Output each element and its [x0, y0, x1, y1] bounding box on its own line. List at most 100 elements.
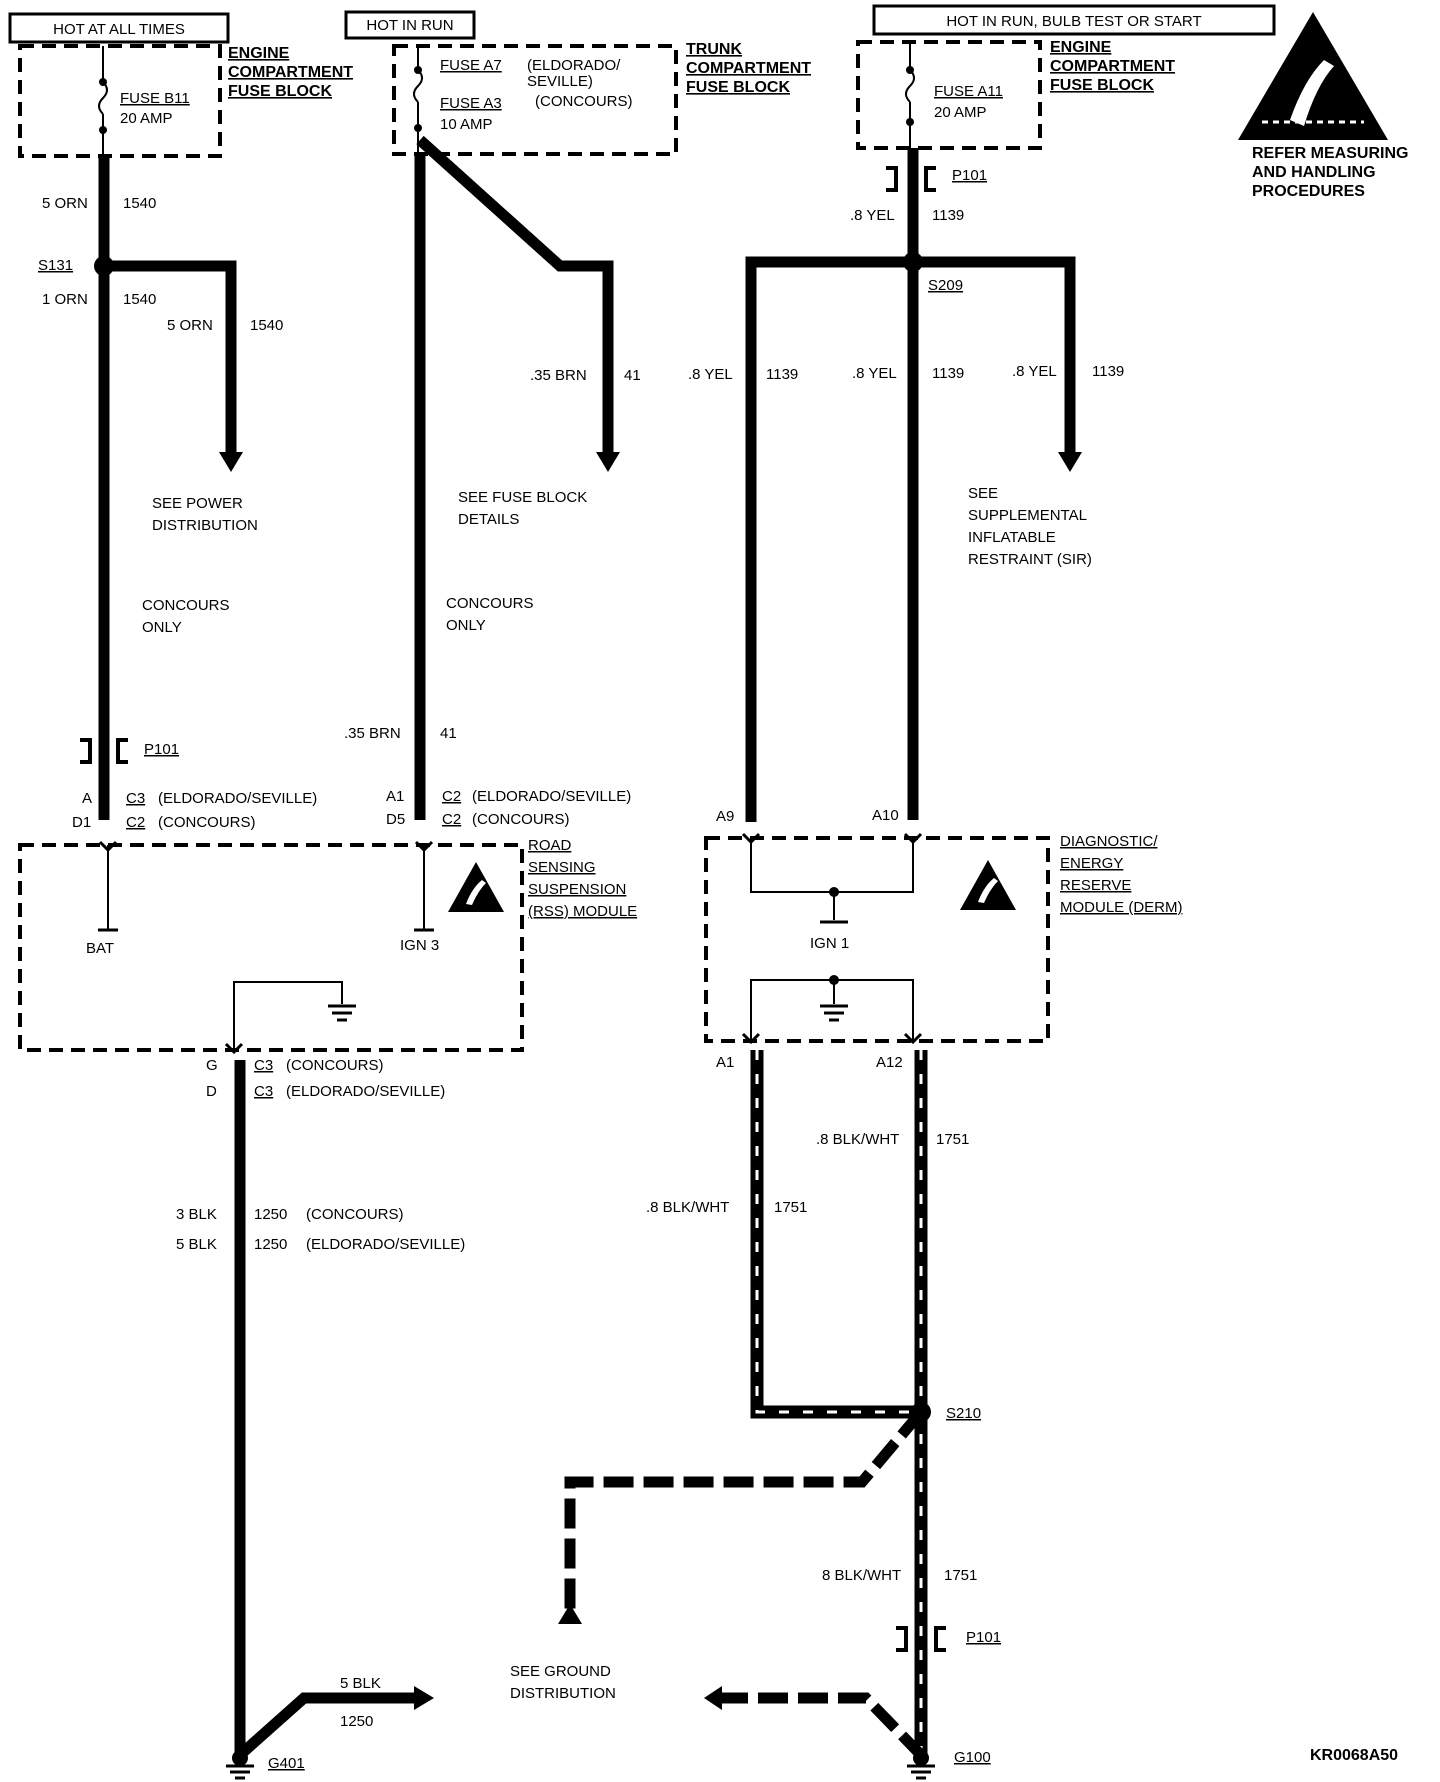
derm-ign1-label: IGN 1 [810, 935, 849, 952]
engine-fuse-block-right-title: ENGINE COMPARTMENT FUSE BLOCK [1050, 39, 1175, 94]
esd-warning-text: REFER MEASURING AND HANDLING PROCEDURES [1252, 145, 1408, 200]
middle-circuit-wires [414, 135, 620, 820]
diagram-label: SENSING [528, 859, 596, 876]
ground-icon [820, 1004, 848, 1022]
diagram-label: ENERGY [1060, 855, 1123, 872]
see-fuse-block-details: SEE FUSE BLOCK [458, 489, 587, 506]
rss-module [18, 840, 524, 1055]
diagram-label: PROCEDURES [1252, 183, 1365, 200]
diagram-label: RESTRAINT (SIR) [968, 551, 1092, 568]
diagram-label: MODULE (DERM) [1060, 899, 1183, 916]
arrow-down-icon [219, 452, 243, 472]
diagram-label: COMPARTMENT [228, 64, 353, 81]
engine-fuse-block-left-title: ENGINE COMPARTMENT FUSE BLOCK [228, 45, 353, 100]
header-hot-in-run-bulb-test: HOT IN RUN, BULB TEST OR START [872, 4, 1276, 36]
splice-s209-label: S209 [928, 277, 963, 294]
rss-bat-label: BAT [86, 940, 114, 957]
esd-icon-rss [448, 862, 504, 912]
diagram-label: HOT IN RUN, BULB TEST OR START [946, 13, 1201, 30]
wire-circuit-label: 1751 [944, 1567, 977, 1584]
esd-icon-derm [960, 860, 1016, 910]
diagram-label: ROAD [528, 837, 572, 854]
diagram-label: (RSS) MODULE [528, 903, 637, 920]
wire-gauge-label: .8 BLK/WHT [816, 1131, 899, 1148]
splice-s131 [94, 256, 114, 276]
connector-p101-label: P101 [966, 1629, 1001, 1646]
diagram-label: (ELDORADO/SEVILLE) [286, 1083, 445, 1100]
wire-circuit-label: 1540 [123, 195, 156, 212]
diagram-label: INFLATABLE [968, 529, 1056, 546]
diagram-label: SEE [968, 485, 998, 502]
diagram-label: ENGINE [1050, 39, 1112, 56]
wire-gauge-label: .8 YEL [1012, 363, 1057, 380]
diagram-label: RESERVE [1060, 877, 1131, 894]
derm-ground-wires [558, 1050, 931, 1760]
fuse-a3-label: FUSE A3 [440, 95, 502, 112]
diagram-label: (ELDORADO/SEVILLE) [306, 1236, 465, 1253]
diagram-label: FUSE BLOCK [1050, 77, 1154, 94]
wire-gauge-label: .35 BRN [344, 725, 401, 742]
diagram-label: C3 [254, 1083, 273, 1100]
diagram-label: (ELDORADO/ [527, 57, 621, 74]
fuse-b11-rating: 20 AMP [120, 110, 173, 127]
diagram-label: HOT IN RUN [366, 17, 453, 34]
wire-gauge-label: .35 BRN [530, 367, 587, 384]
diagram-label: SUPPLEMENTAL [968, 507, 1087, 524]
diagram-label: 20 AMP [934, 104, 987, 121]
wire-circuit-label: 1250 [254, 1236, 287, 1253]
derm-module-title: DIAGNOSTIC/ ENERGY RESERVE MODULE (DERM) [1060, 833, 1183, 916]
diagram-label: C3 [254, 1057, 273, 1074]
diagram-label: AND HANDLING [1252, 164, 1376, 181]
diagram-label: COMPARTMENT [686, 60, 811, 77]
diagram-label: A10 [872, 807, 899, 824]
diagram-label: DIAGNOSTIC/ [1060, 833, 1158, 850]
diagram-label: A1 [386, 788, 404, 805]
see-sir-note: SEE SUPPLEMENTAL INFLATABLE RESTRAINT (S… [968, 485, 1092, 568]
diagram-label: (ELDORADO/SEVILLE) [472, 788, 631, 805]
diagram-label: (CONCOURS) [306, 1206, 404, 1223]
diagram-label: DISTRIBUTION [152, 517, 258, 534]
wire-gauge-label: .8 YEL [688, 366, 733, 383]
diagram-label: ONLY [446, 617, 486, 634]
diagram-label: FUSE BLOCK [228, 83, 332, 100]
wire-circuit-label: 1250 [254, 1206, 287, 1223]
diagram-label: FUSE BLOCK [686, 79, 790, 96]
wire-gauge-label: .8 BLK/WHT [646, 1199, 729, 1216]
diagram-label: (CONCOURS) [472, 811, 570, 828]
diagram-label: SEVILLE) [527, 73, 593, 90]
arrow-left-icon [704, 1686, 722, 1710]
wire-circuit-label: 1751 [936, 1131, 969, 1148]
splice-s210-label: S210 [946, 1405, 981, 1422]
diagram-label: ENGINE [228, 45, 290, 62]
diagram-label: (CONCOURS) [535, 93, 633, 110]
diagram-label: DETAILS [458, 511, 519, 528]
fuse-icon [905, 69, 915, 103]
diagram-label: REFER MEASURING [1252, 145, 1408, 162]
engine-fuse-block-left: FUSE B11 20 AMP [18, 44, 222, 158]
ground-g100-label: G100 [954, 1749, 991, 1766]
wire-circuit-label: 1540 [250, 317, 283, 334]
diagram-label: TRUNK [686, 41, 742, 58]
diagram-label: 10 AMP [440, 116, 493, 133]
wire-circuit-label: 1751 [774, 1199, 807, 1216]
wire-circuit-label: 41 [624, 367, 641, 384]
connector-p101-label: P101 [144, 741, 179, 758]
fuse-b11-label: FUSE B11 [120, 90, 190, 107]
diagram-label: C2 [442, 811, 461, 828]
trunk-fuse-block-title: TRUNK COMPARTMENT FUSE BLOCK [686, 41, 811, 96]
wire-gauge-label: .8 YEL [850, 207, 895, 224]
wire-gauge-label: 5 BLK [340, 1675, 381, 1692]
wire-circuit-label: 1139 [1092, 363, 1124, 380]
trunk-fuse-block: FUSE A7 (ELDORADO/ SEVILLE) FUSE A3 (CON… [392, 44, 678, 156]
wire-gauge-label: 5 BLK [176, 1236, 217, 1253]
diagram-label: D1 [72, 814, 91, 831]
splice-s131-label: S131 [38, 257, 73, 274]
fuse-icon [413, 69, 423, 103]
diagram-label: (CONCOURS) [158, 814, 256, 831]
diagram-label: D5 [386, 811, 405, 828]
ground-icon [226, 1750, 254, 1780]
diagram-label: C2 [442, 788, 461, 805]
rss-ground-wire [234, 1060, 434, 1760]
splice-s209 [903, 252, 923, 272]
